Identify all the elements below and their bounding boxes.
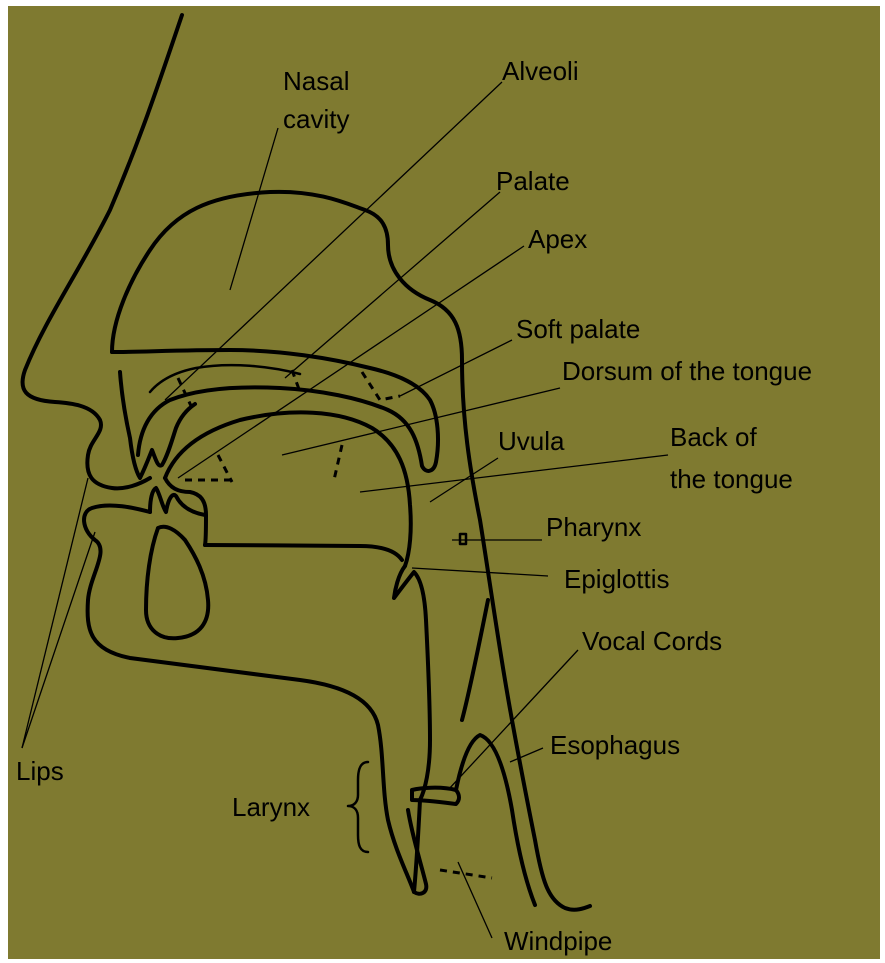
label-uvula: Uvula (498, 426, 565, 456)
label-lips: Lips (16, 756, 64, 786)
leader-esophagus (510, 748, 543, 762)
leader-lips-lower (22, 532, 95, 748)
face-profile-upper (23, 15, 182, 488)
label-back-of-tongue-1: Back of (670, 422, 757, 452)
pharynx-marker (460, 534, 466, 544)
tongue-outline (165, 412, 411, 566)
label-vocal-cords: Vocal Cords (582, 626, 722, 656)
leader-soft-palate (400, 340, 512, 396)
label-alveoli: Alveoli (502, 56, 579, 86)
lower-jaw-bone (146, 527, 208, 639)
leader-nasal-cavity (230, 128, 278, 290)
leader-windpipe (458, 862, 492, 938)
lower-teeth (150, 488, 205, 515)
leader-apex (178, 246, 524, 478)
leader-vocal-cords (448, 650, 578, 790)
dashed-marker-back (334, 445, 342, 480)
nasal-cavity-outline (112, 192, 590, 910)
label-epiglottis: Epiglottis (564, 564, 670, 594)
label-nasal-cavity-2: cavity (283, 104, 349, 134)
dashed-marker-windpipe (440, 870, 492, 878)
label-soft-palate: Soft palate (516, 314, 640, 344)
label-windpipe: Windpipe (504, 926, 612, 956)
tongue-tip (165, 478, 206, 545)
label-dorsum: Dorsum of the tongue (562, 356, 812, 386)
windpipe-back (456, 735, 535, 905)
label-palate: Palate (496, 166, 570, 196)
upper-teeth (120, 372, 195, 478)
label-esophagus: Esophagus (550, 730, 680, 760)
face-profile-lower (84, 505, 426, 893)
epiglottis-outline (394, 566, 430, 800)
larynx-brace (348, 762, 368, 852)
leader-palate (285, 192, 500, 378)
leader-epiglottis (412, 568, 548, 576)
label-nasal-cavity-1: Nasal (283, 66, 349, 96)
label-pharynx: Pharynx (546, 512, 641, 542)
tongue-floor (205, 545, 402, 560)
leader-lips-upper (22, 478, 88, 748)
label-back-of-tongue-2: the tongue (670, 464, 793, 494)
label-apex: Apex (528, 224, 587, 254)
esophagus-wall (462, 600, 488, 720)
dashed-marker-dorsum (218, 455, 232, 482)
label-larynx: Larynx (232, 792, 310, 822)
